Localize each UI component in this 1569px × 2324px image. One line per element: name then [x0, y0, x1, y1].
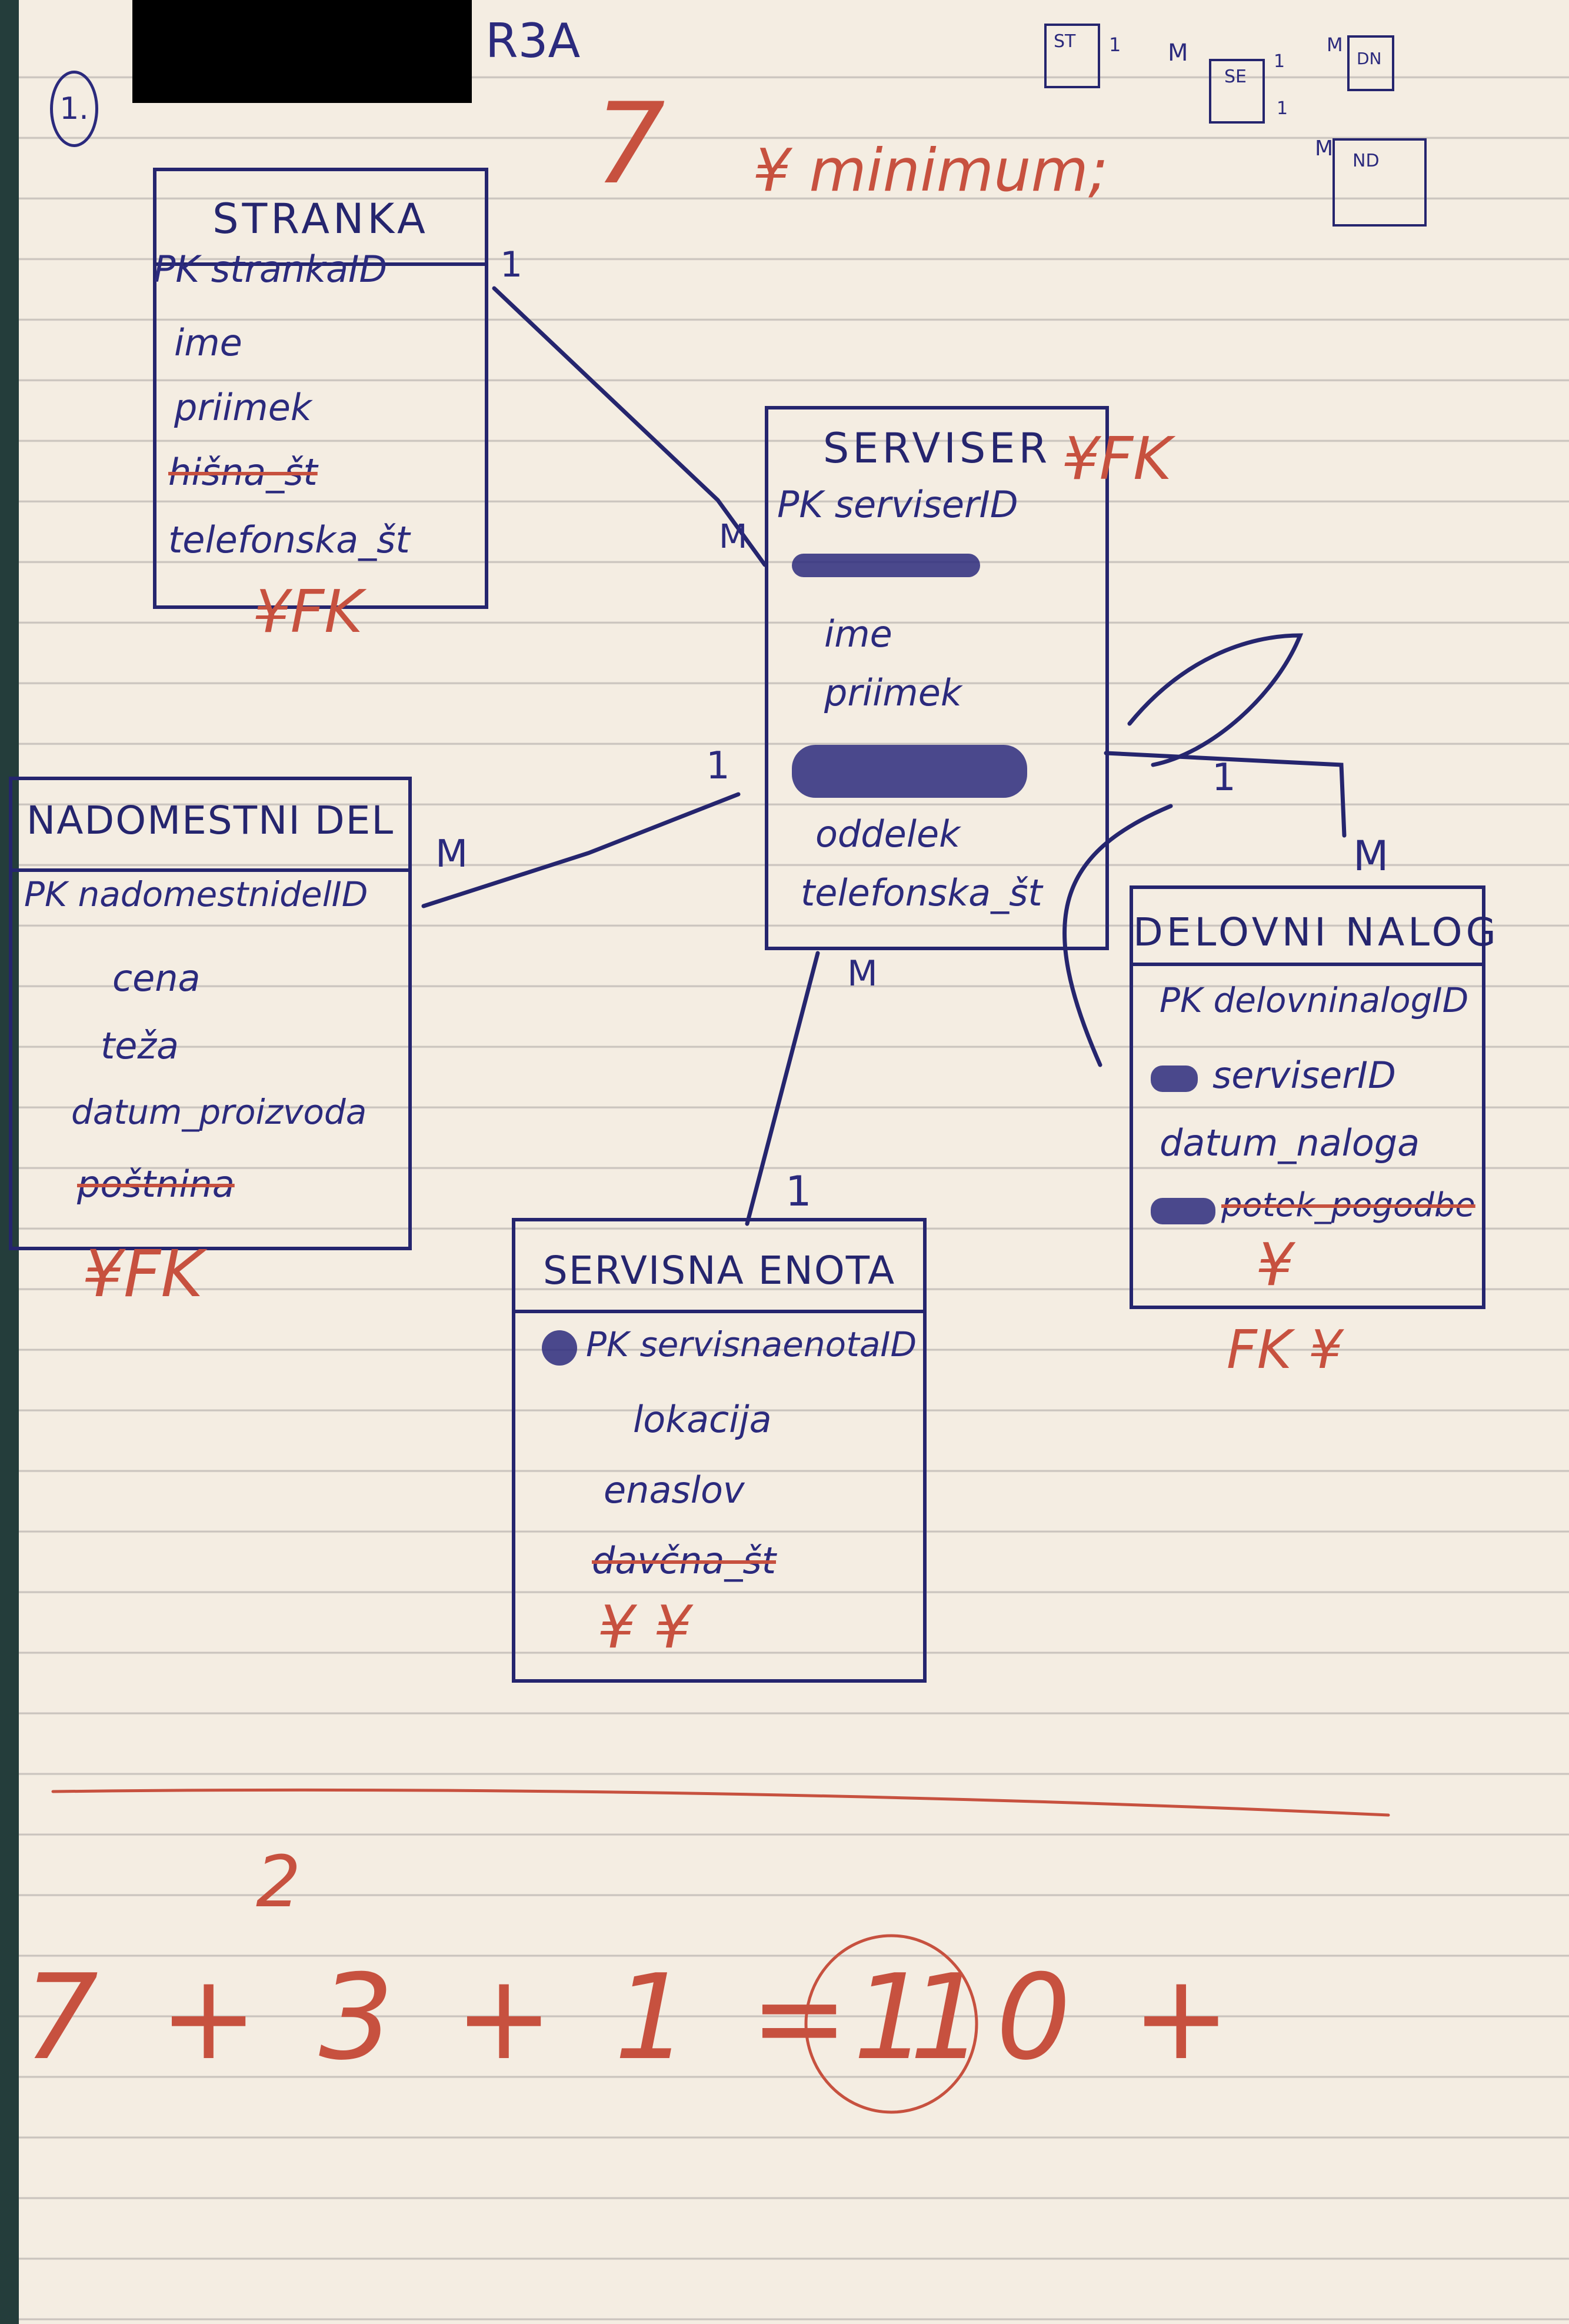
cardinality-label: M — [1353, 832, 1389, 880]
entity-title: SERVISNA ENOTA — [542, 1248, 896, 1293]
entity-title: SERVISER — [822, 424, 1051, 472]
mini-entity: DN — [1347, 35, 1394, 91]
mini-entity-label: DN — [1357, 49, 1382, 68]
attribute: teža — [101, 1024, 179, 1067]
scribble-redaction — [1151, 1066, 1198, 1092]
redacted-name — [132, 0, 472, 103]
nadomestni-serviser-line — [421, 792, 741, 908]
entity-note: ¥ — [1256, 1230, 1294, 1299]
score-note-number: 7 — [594, 79, 665, 209]
scribble-redaction — [542, 1330, 577, 1366]
attribute: oddelek — [815, 813, 961, 855]
scribble-redaction — [792, 745, 1027, 798]
mini-card: M — [1315, 136, 1334, 161]
attribute: enaslov — [604, 1469, 745, 1511]
attribute-struck: poštnina — [77, 1163, 235, 1206]
entity-note: FK ¥ — [1227, 1319, 1343, 1381]
attribute: priimek — [824, 671, 962, 714]
attribute: cena — [112, 957, 201, 1000]
attribute: PK nadomestnidelID — [24, 874, 368, 914]
divider — [515, 1310, 923, 1313]
entity-nadomestni-del: NADOMESTNI DEL PK nadomestnidelID cena t… — [9, 777, 412, 1250]
cardinality-label: M — [435, 833, 468, 876]
mini-entity: ST — [1044, 24, 1100, 88]
mini-entity-label: ND — [1353, 151, 1380, 171]
mini-entity-label: SE — [1224, 66, 1247, 87]
attribute: PK servisnaenotaID — [586, 1324, 917, 1364]
entity-title: DELOVNI NALOG — [1133, 910, 1500, 955]
score-note-text: ¥ minimum; — [753, 136, 1108, 205]
serviser-servisna-line — [745, 951, 820, 1226]
entity-serviser: SERVISER PK serviserID ime priimek oddel… — [765, 406, 1109, 950]
attribute: priimek — [174, 386, 312, 429]
entity-note: ¥ ¥ — [598, 1593, 692, 1662]
scribble-redaction — [1151, 1198, 1215, 1224]
attribute: telefonska_št — [801, 871, 1042, 914]
section-divider — [51, 1788, 1390, 1817]
entity-title: STRANKA — [212, 195, 429, 243]
stranka-serviser-line — [492, 286, 767, 567]
cardinality-label: 1 — [1212, 756, 1236, 800]
score-total: 1 — [853, 1949, 928, 2086]
cardinality-label: 1 — [785, 1167, 812, 1216]
scribble-redaction — [792, 554, 980, 577]
entity-note: ¥FK — [1062, 424, 1172, 493]
entity-stranka: STRANKA PK strankaID ime priimek hišna_š… — [153, 168, 488, 609]
entity-note: ¥FK — [82, 1236, 204, 1311]
entity-note: ¥FK — [253, 577, 363, 646]
attribute: ime — [824, 612, 892, 655]
mini-card: M — [1327, 34, 1343, 56]
problem-number: 1. — [50, 71, 98, 147]
mini-card: M — [1168, 39, 1188, 66]
attribute-struck: hišna_št — [168, 451, 318, 494]
attribute: ime — [174, 321, 242, 364]
cardinality-label: M — [847, 953, 878, 994]
scribble-loop — [1127, 633, 1304, 767]
mini-card: 1 — [1277, 98, 1288, 119]
mini-entity: ND — [1333, 138, 1427, 227]
entity-title: NADOMESTNI DEL — [26, 798, 395, 843]
divider — [12, 868, 408, 872]
attribute: datum_naloga — [1160, 1121, 1420, 1164]
attribute: PK delovninalogID — [1160, 980, 1469, 1020]
cardinality-label: 1 — [706, 744, 730, 788]
cardinality-label: M — [719, 518, 748, 556]
entity-delovni-nalog: DELOVNI NALOG PK delovninalogID serviser… — [1130, 885, 1500, 1309]
score-circle — [804, 1934, 978, 2114]
serviser-delovni-line — [1104, 751, 1347, 838]
score-sum: 7 + 3 + 1 = 10 + — [24, 1949, 1242, 2086]
attribute: datum_proizvoda — [71, 1092, 367, 1132]
score-correction: 2 — [256, 1842, 301, 1923]
divider — [156, 262, 485, 266]
scribble-connector — [1062, 804, 1173, 1067]
mini-entity-label: ST — [1054, 31, 1076, 52]
attribute-struck: potek_pogodbe — [1221, 1186, 1475, 1224]
attribute: PK strankaID — [154, 248, 388, 291]
attribute: telefonska_št — [168, 518, 410, 561]
divider — [1133, 963, 1482, 966]
mini-card: 1 — [1274, 51, 1285, 72]
cardinality-label: 1 — [500, 244, 523, 285]
attribute: serviserID — [1212, 1054, 1396, 1097]
mini-entity: SE — [1209, 59, 1265, 124]
attribute: PK serviserID — [777, 483, 1018, 526]
group-label: R3A — [485, 14, 581, 68]
attribute-struck: davčna_št — [592, 1539, 777, 1582]
entity-servisna-enota: SERVISNA ENOTA PK servisnaenotaID lokaci… — [512, 1218, 927, 1683]
attribute: lokacija — [633, 1398, 772, 1441]
mini-card: 1 — [1109, 34, 1121, 56]
